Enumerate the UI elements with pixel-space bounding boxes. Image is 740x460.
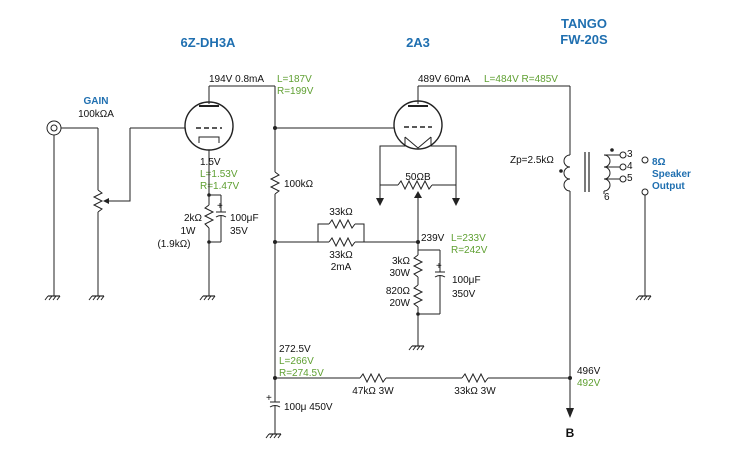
v1-plate-voltage: 194V 0.8mA — [209, 74, 264, 85]
parallel-r-bottom: 33kΩ — [329, 250, 353, 261]
v1-rk-alt: (1.9kΩ) — [157, 239, 190, 250]
stage2-title: 2A3 — [406, 35, 430, 50]
v2-ck-value: 100μF — [452, 275, 481, 286]
speaker-line2: Speaker — [652, 169, 691, 180]
v2-rk1-value: 3kΩ — [392, 256, 411, 267]
v1-cap-plus: + — [217, 201, 223, 212]
v2-ck-volt: 350V — [452, 289, 476, 300]
v2-cathode-l: L=233V — [451, 233, 486, 244]
supply-resistors — [275, 372, 574, 418]
v1-cathode-l: L=1.53V — [200, 169, 238, 180]
parallel-r-top: 33kΩ — [329, 207, 353, 218]
tube-6z-dh3a — [184, 86, 234, 168]
hum-balance-pot — [376, 179, 460, 242]
parallel-resistors — [273, 218, 420, 248]
v1-cathode-voltage: 1.5V — [200, 157, 221, 168]
tap-3: 3 — [627, 149, 633, 160]
input-jack — [44, 120, 98, 301]
transformer-title-line1: TANGO — [561, 16, 607, 31]
v1-cathode-r: R=1.47V — [200, 181, 240, 192]
supply-node-voltage: 272.5V — [279, 344, 311, 355]
hum-pot-value: 50ΩB — [405, 172, 431, 183]
parallel-r-current: 2mA — [331, 262, 352, 273]
supply-node-r: R=274.5V — [279, 368, 324, 379]
b-plus-measured: 492V — [577, 378, 601, 389]
output-transformer — [559, 86, 652, 378]
v2-cathode-voltage: 239V — [421, 233, 445, 244]
v1-plate-load-value: 100kΩ — [284, 179, 314, 190]
speaker-line1: 8Ω — [652, 157, 666, 168]
v1-ck-volt: 35V — [230, 226, 248, 237]
gain-label: GAIN — [84, 96, 109, 107]
speaker-line3: Output — [652, 181, 685, 192]
stage1-title: 6Z-DH3A — [181, 35, 237, 50]
v2-cap-plus: + — [436, 261, 442, 272]
transformer-impedance: Zp=2.5kΩ — [510, 155, 554, 166]
supply-cap-value: 100μ 450V — [284, 402, 333, 413]
v1-ck-value: 100μF — [230, 213, 259, 224]
tube-2a3 — [379, 86, 457, 185]
gain-potentiometer — [88, 127, 190, 301]
supply-r2-value: 33kΩ 3W — [454, 386, 496, 397]
b-plus-label: B — [566, 426, 575, 440]
supply-r1-value: 47kΩ 3W — [352, 386, 394, 397]
b-plus-voltage: 496V — [577, 366, 601, 377]
tap-5: 5 — [627, 173, 633, 184]
v1-plate-r: R=199V — [277, 86, 314, 97]
transformer-title-line2: FW-20S — [560, 32, 608, 47]
supply-node-l: L=266V — [279, 356, 314, 367]
v2-rk2-value: 820Ω — [386, 286, 411, 297]
tap-6: 6 — [604, 192, 610, 203]
v2-plate-lr: L=484V R=485V — [484, 74, 558, 85]
supply-capacitor — [265, 378, 282, 439]
v2-plate-voltage: 489V 60mA — [418, 74, 471, 85]
v2-rk1-watt: 30W — [389, 268, 410, 279]
v2-cathode-network — [408, 242, 446, 351]
gain-value: 100kΩA — [78, 109, 114, 120]
v1-cathode-network — [199, 168, 227, 301]
tap-4: 4 — [627, 161, 633, 172]
v1-rk-value: 2kΩ — [184, 213, 203, 224]
v2-rk2-watt: 20W — [389, 298, 410, 309]
v2-cathode-r: R=242V — [451, 245, 488, 256]
v1-plate-l: L=187V — [277, 74, 312, 85]
supply-cap-plus: + — [266, 393, 272, 404]
v1-rk-watt: 1W — [181, 226, 197, 237]
